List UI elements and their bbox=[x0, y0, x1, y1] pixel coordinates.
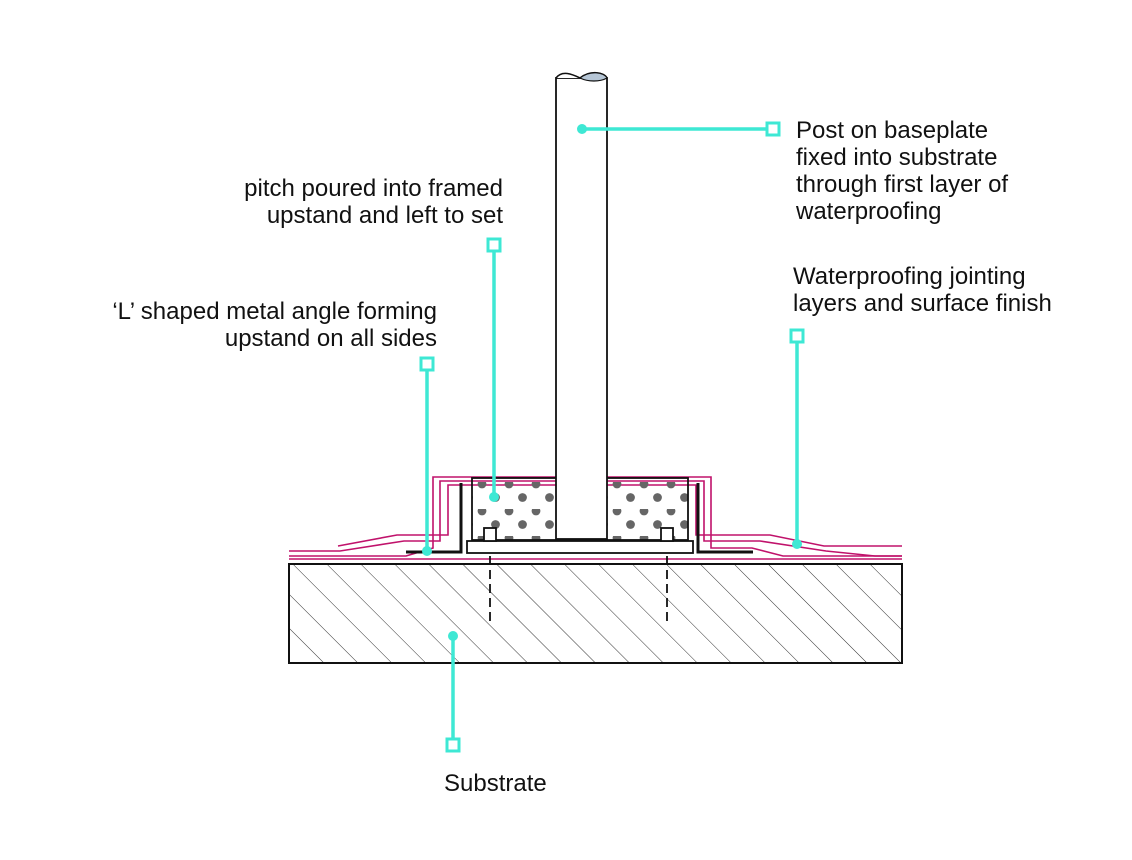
label-line: pitch poured into framed bbox=[244, 175, 503, 202]
post bbox=[555, 71, 608, 540]
label-line: Waterproofing jointing bbox=[793, 263, 1026, 290]
label-line: upstand on all sides bbox=[224, 325, 437, 352]
callout-dots bbox=[422, 124, 802, 641]
label-line: upstand and left to set bbox=[266, 202, 503, 229]
fixing-bolts bbox=[483, 527, 674, 624]
label-line: Substrate bbox=[444, 770, 547, 797]
label-line: through first layer of bbox=[796, 171, 1009, 198]
label-pitch: pitch poured into framed upstand and lef… bbox=[244, 175, 503, 229]
callout-leaders bbox=[425, 127, 799, 739]
substrate-slab bbox=[288, 563, 903, 664]
label-waterproofing: Waterproofing jointing layers and surfac… bbox=[793, 263, 1052, 317]
label-post: Post on baseplate fixed into substrate t… bbox=[796, 117, 1008, 225]
label-line: waterproofing bbox=[796, 198, 942, 225]
label-line: ‘L’ shaped metal angle forming bbox=[112, 298, 437, 325]
label-line: fixed into substrate bbox=[796, 144, 998, 171]
callout-markers bbox=[419, 121, 805, 753]
label-line: Post on baseplate bbox=[796, 117, 989, 144]
label-line: layers and surface finish bbox=[793, 290, 1052, 317]
baseplate bbox=[466, 540, 694, 554]
label-substrate: Substrate bbox=[444, 770, 547, 797]
label-angle: ‘L’ shaped metal angle forming upstand o… bbox=[112, 298, 437, 352]
